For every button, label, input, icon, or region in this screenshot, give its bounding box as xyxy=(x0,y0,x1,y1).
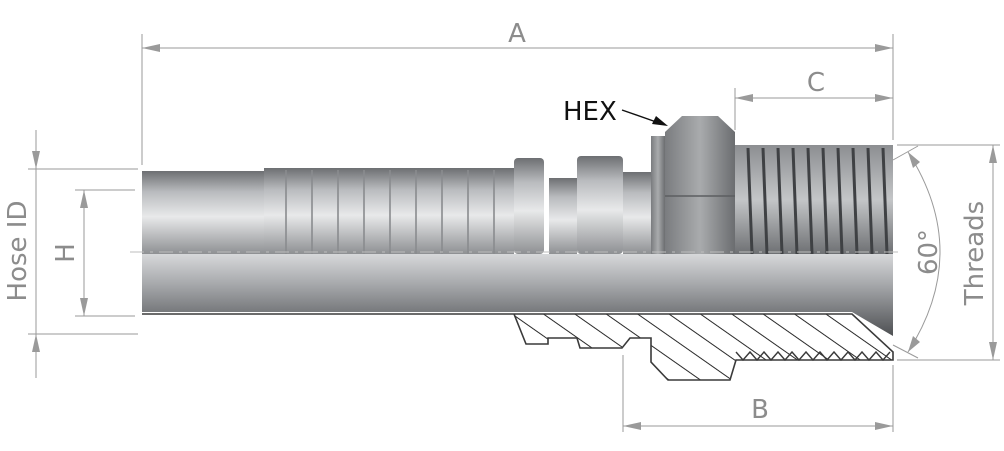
collar-ring-1 xyxy=(514,158,544,254)
barb-grooves xyxy=(285,170,495,254)
fitting-external-view xyxy=(142,116,893,255)
hex-nut xyxy=(665,116,735,254)
male-thread xyxy=(735,145,893,254)
label-b: B xyxy=(751,395,769,425)
hose-stem xyxy=(142,171,264,254)
label-a: A xyxy=(508,19,526,49)
label-c: C xyxy=(807,68,825,98)
section-wall xyxy=(142,313,894,381)
label-hose-id: Hose ID xyxy=(3,201,33,302)
collar-ring-2 xyxy=(577,156,623,254)
label-h: H xyxy=(51,243,81,263)
collar-neck xyxy=(549,178,577,254)
bore xyxy=(142,254,893,336)
hex-washer xyxy=(651,136,665,254)
collar-neck-2 xyxy=(623,172,651,254)
thread-crests xyxy=(746,147,889,255)
section-thread-teeth xyxy=(735,350,891,362)
label-threads: Threads xyxy=(960,201,990,306)
fitting-section-view xyxy=(142,254,894,381)
dimension-lines xyxy=(28,34,1000,432)
label-angle: 60° xyxy=(914,229,944,275)
label-hex: HEX xyxy=(563,97,617,127)
